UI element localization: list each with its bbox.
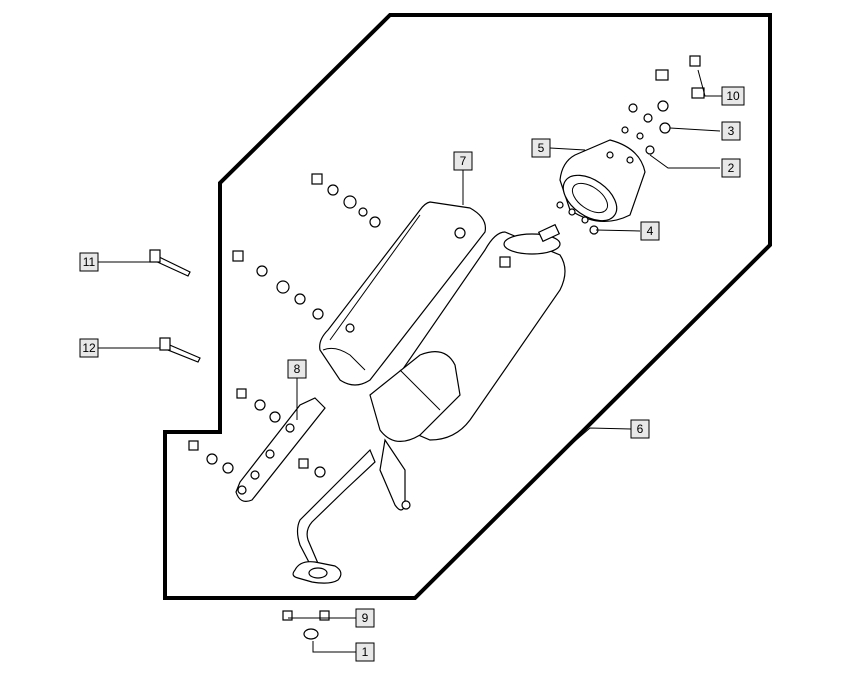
svg-text:11: 11	[83, 255, 96, 269]
heat-shield	[319, 201, 487, 386]
callout-5: 5	[531, 138, 551, 158]
svg-text:2: 2	[728, 161, 735, 175]
end-cap	[559, 139, 646, 223]
svg-text:5: 5	[538, 141, 545, 155]
svg-text:12: 12	[82, 341, 96, 355]
svg-text:6: 6	[637, 422, 644, 436]
svg-text:4: 4	[647, 224, 654, 238]
muffler	[292, 223, 566, 584]
assembly-frame	[163, 13, 772, 600]
callout-9: 9	[355, 608, 375, 628]
svg-text:7: 7	[460, 154, 467, 168]
callout-2: 2	[721, 158, 741, 178]
callout-12: 12	[79, 338, 99, 358]
callout-4: 4	[640, 221, 660, 241]
callout-7: 7	[453, 151, 473, 171]
svg-text:8: 8	[294, 362, 301, 376]
leader-lines	[98, 69, 722, 653]
callout-6: 6	[630, 419, 650, 439]
svg-text:9: 9	[362, 611, 369, 625]
lower-heat-shield	[235, 397, 326, 502]
callout-10: 10	[721, 86, 745, 106]
callout-1: 1	[355, 642, 375, 662]
svg-text:3: 3	[728, 124, 735, 138]
fasteners	[149, 55, 705, 640]
svg-text:1: 1	[362, 645, 369, 659]
callout-3: 3	[721, 121, 741, 141]
callout-8: 8	[287, 359, 307, 379]
callout-11: 11	[79, 252, 99, 272]
svg-text:10: 10	[726, 89, 740, 103]
